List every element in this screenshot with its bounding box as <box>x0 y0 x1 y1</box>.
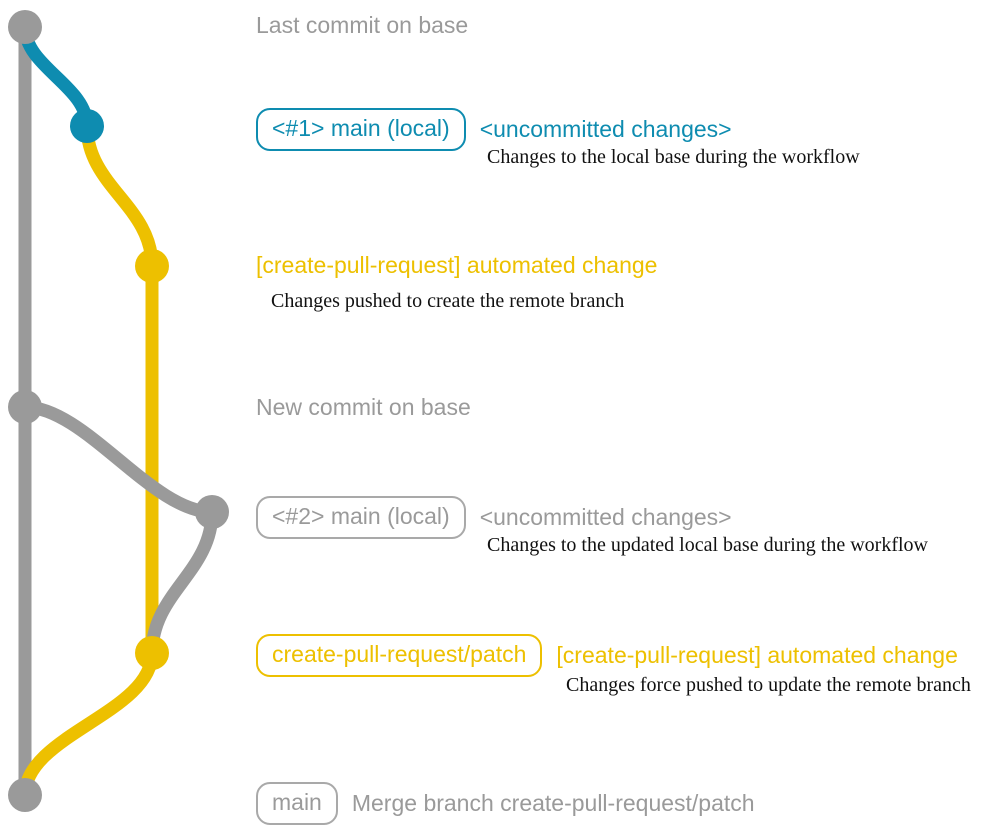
row-remote-2: create-pull-request/patch [create-pull-r… <box>256 634 958 677</box>
row-remote-1-headline: [create-pull-request] automated change <box>256 252 658 278</box>
edge-local1-to-remote1 <box>80 119 159 273</box>
node-base-top[interactable] <box>8 10 42 44</box>
node-remote-1[interactable] <box>135 249 169 283</box>
row-last-commit-headline: Last commit on base <box>256 12 469 38</box>
row-merge: main Merge branch create-pull-request/pa… <box>256 782 755 825</box>
edge-basenew-to-local2 <box>18 400 219 519</box>
row-remote-1: [create-pull-request] automated change <box>256 254 657 277</box>
row-new-commit-headline: New commit on base <box>256 394 471 420</box>
edge-remote2-to-merge <box>18 646 159 802</box>
node-base-new[interactable] <box>8 390 42 424</box>
row-new-commit: New commit on base <box>256 396 471 419</box>
row-local-1-headline: <uncommitted changes> <box>479 116 732 142</box>
row-local-2: <#2> main (local) <uncommitted changes> <box>256 496 732 539</box>
row-local-2-headline: <uncommitted changes> <box>479 504 732 530</box>
edge-local2-to-remote2 <box>145 505 219 660</box>
branch-pill-local-2[interactable]: <#2> main (local) <box>256 496 466 539</box>
row-remote-1-subnote: Changes pushed to create the remote bran… <box>271 290 625 312</box>
node-merge-commit[interactable] <box>8 778 42 812</box>
node-local-1[interactable] <box>70 109 104 143</box>
row-merge-headline: Merge branch create-pull-request/patch <box>351 790 755 816</box>
row-last-commit: Last commit on base <box>256 14 468 37</box>
row-remote-2-subnote: Changes force pushed to update the remot… <box>566 674 971 696</box>
node-remote-2[interactable] <box>135 636 169 670</box>
branch-pill-local-1[interactable]: <#1> main (local) <box>256 108 466 151</box>
row-local-1: <#1> main (local) <uncommitted changes> <box>256 108 732 151</box>
branch-pill-main[interactable]: main <box>256 782 338 825</box>
row-local-1-subnote: Changes to the local base during the wor… <box>487 146 860 168</box>
row-local-2-subnote: Changes to the updated local base during… <box>487 534 928 556</box>
edge-base-to-local1 <box>18 20 94 133</box>
branch-pill-remote-2[interactable]: create-pull-request/patch <box>256 634 543 677</box>
node-local-2[interactable] <box>195 495 229 529</box>
row-remote-2-headline: [create-pull-request] automated change <box>556 642 958 668</box>
